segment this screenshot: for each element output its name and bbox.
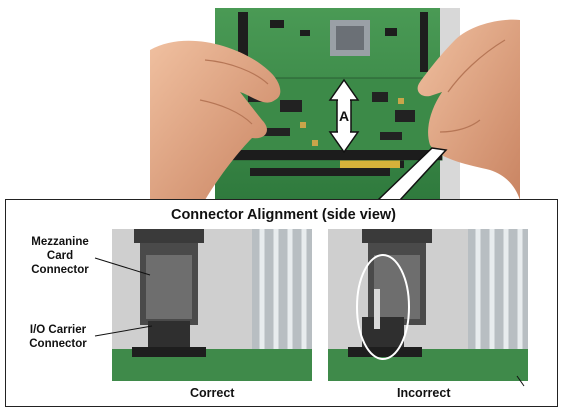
separation-arrow-icon [328,78,360,154]
panel-title: Connector Alignment (side view) [170,207,397,223]
correct-alignment-photo [112,229,312,381]
carrier-connector-correct [148,321,190,349]
arrow-label: A [339,108,349,124]
carrier-connector-incorrect [362,317,404,349]
correct-caption: Correct [190,386,235,400]
callout-wedge [376,147,448,200]
carrier-connector-label: I/O Carrier Connector [29,324,87,350]
incorrect-caption: Incorrect [397,386,451,400]
left-hand [150,40,281,200]
misalignment-highlight-ellipse [356,254,410,360]
right-hand [417,19,520,200]
board-installation-photo: A [0,0,567,200]
incorrect-alignment-photo [328,229,528,381]
mezzanine-connector-label: Mezzanine Card Connector [31,236,89,276]
